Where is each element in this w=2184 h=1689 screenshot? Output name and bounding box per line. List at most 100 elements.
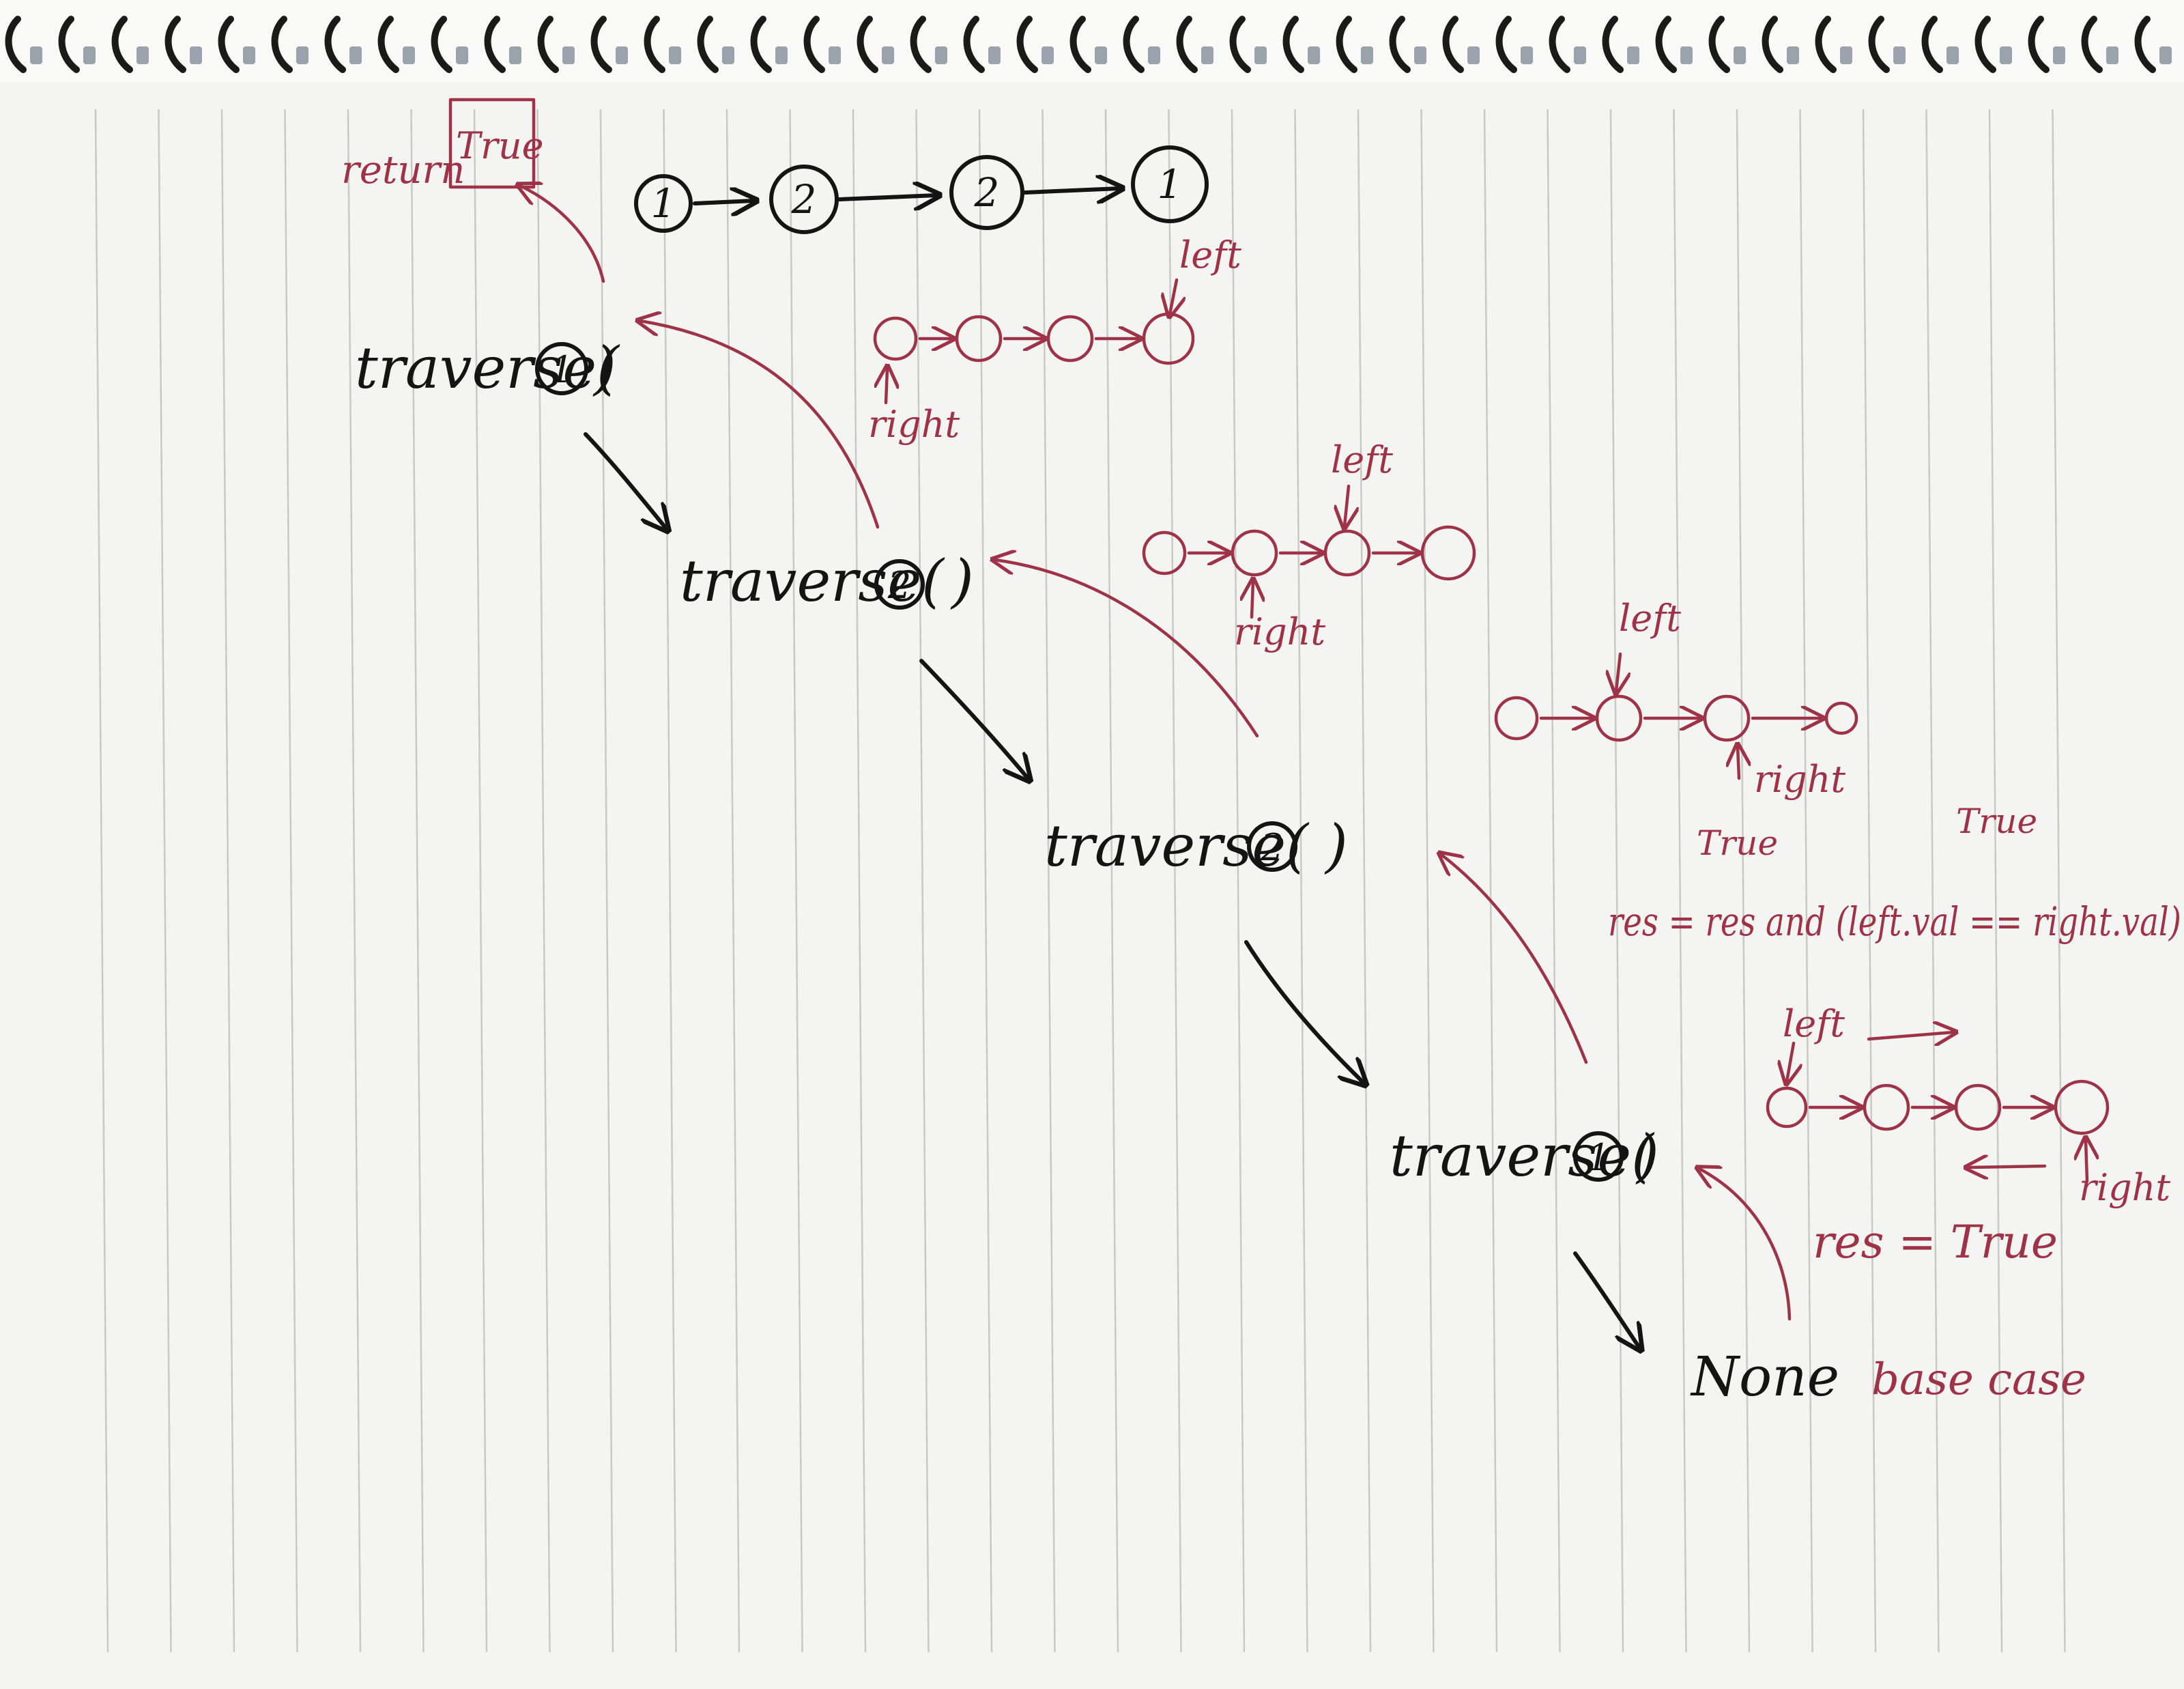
ruled-line [1104, 109, 1119, 1653]
right-label: right [2079, 1166, 2170, 1209]
binding-hole [1308, 46, 1320, 64]
list-node-value: 2 [974, 169, 1000, 216]
sketch-node [955, 315, 1003, 363]
ruled-line [1231, 109, 1246, 1653]
return-arrow [1699, 1169, 1792, 1321]
res-expression: res = res and (left.val == right.val) [1608, 898, 2181, 945]
left-label: left [1331, 438, 1393, 481]
right-pointer-arrow [1252, 582, 1253, 619]
spiral-ring [1389, 16, 1411, 73]
ruled-line [725, 109, 741, 1653]
spiral-ring [963, 16, 985, 73]
binding-hole [1680, 46, 1693, 64]
spiral-ring [857, 16, 878, 73]
binding-hole [1787, 46, 1799, 64]
spiral-ring [644, 16, 665, 73]
right-move-arrow [1968, 1166, 2047, 1167]
ruled-line [410, 109, 425, 1653]
spiral-ring [2028, 16, 2050, 73]
left-pointer-arrow [1616, 652, 1620, 691]
ruled-lines [94, 109, 2066, 1653]
spiral-ring [1655, 16, 1677, 73]
spiral-ring [377, 16, 399, 73]
call-label: traverse( [1390, 1122, 1655, 1189]
binding-hole [935, 46, 947, 64]
spiral-ring [590, 16, 612, 73]
comparison-annotation: True True res = res and (left.val == rig… [1608, 801, 2181, 1268]
ruled-line [663, 109, 677, 1653]
ruled-line [1168, 109, 1182, 1653]
binding-hole [1148, 46, 1160, 64]
binding-hole [509, 46, 521, 64]
spiral-ring [111, 16, 133, 73]
right-label: right [1234, 610, 1325, 653]
spiral-ring [271, 16, 293, 73]
binding-hole [616, 46, 628, 64]
sketch-node [1703, 694, 1751, 742]
spiral-ring [2134, 16, 2156, 73]
sketch-node [1824, 701, 1858, 735]
binding-hole [1467, 46, 1480, 64]
ruled-line [1547, 109, 1561, 1653]
binding-hole [1734, 46, 1746, 64]
spiral-ring [1549, 16, 1570, 73]
res-true: res = True [1813, 1216, 2058, 1268]
call-arrow [1244, 940, 1364, 1083]
binding-hole [1840, 46, 1852, 64]
base-note: base case [1871, 1354, 2086, 1405]
spiral-ring [1708, 16, 1730, 73]
spiral-ring [1442, 16, 1464, 73]
sketch-node [1863, 1083, 1910, 1131]
spiral-ring [1974, 16, 1996, 73]
list-arrow [693, 201, 753, 203]
list-arrow [1023, 188, 1119, 193]
binding-hole [1574, 46, 1586, 64]
ruled-line [789, 109, 803, 1653]
call-close: ) [1635, 1122, 1659, 1189]
binding-hole [988, 46, 1001, 64]
binding-hole [190, 46, 202, 64]
input-linked-list: 1 2 2 1 [634, 145, 1209, 234]
binding-hole [2053, 46, 2065, 64]
right-pointer-arrow [886, 369, 887, 405]
list-arrow [837, 195, 936, 199]
ruled-line [1357, 109, 1372, 1653]
spiral-ring [58, 16, 80, 73]
binding-hole [136, 46, 149, 64]
binding-hole [1946, 46, 1959, 64]
ruled-line [1862, 109, 1877, 1653]
ruled-line [978, 109, 993, 1653]
sketch-node [1494, 696, 1539, 741]
spiral-ring [1815, 16, 1837, 73]
binding-hole [1521, 46, 1533, 64]
right-label: right [1754, 758, 1845, 801]
binding-hole [30, 46, 42, 64]
return-label: return [341, 148, 465, 193]
left-pointer-arrow [1170, 278, 1177, 314]
left-label: left [1783, 1002, 1845, 1045]
ruled-line [284, 109, 298, 1653]
true-above-compare: True [1956, 801, 2037, 841]
binding-hole [775, 46, 788, 64]
pointer-sketches [873, 278, 2110, 1183]
ruled-line [1988, 109, 2003, 1653]
call-close: ) [1324, 812, 1348, 879]
spiral-ring [2081, 16, 2103, 73]
right-pointer-arrow [2086, 1140, 2087, 1183]
right-pointer-arrow [1738, 747, 1739, 780]
binding-hole [349, 46, 362, 64]
binding-hole [2106, 46, 2118, 64]
ruled-line [1609, 109, 1624, 1653]
spiral-ring [324, 16, 346, 73]
spiral-ring [484, 16, 506, 73]
call-arrows [584, 432, 1639, 1348]
ruled-line [1736, 109, 1751, 1653]
binding-hole [83, 46, 96, 64]
binding-hole [1201, 46, 1213, 64]
call-label: traverse( [680, 548, 945, 614]
spiral-ring [1069, 16, 1091, 73]
spiral-rings [5, 16, 2172, 73]
spiral-ring [1868, 16, 1890, 73]
right-label: right [868, 403, 960, 446]
ruled-line [536, 109, 551, 1653]
